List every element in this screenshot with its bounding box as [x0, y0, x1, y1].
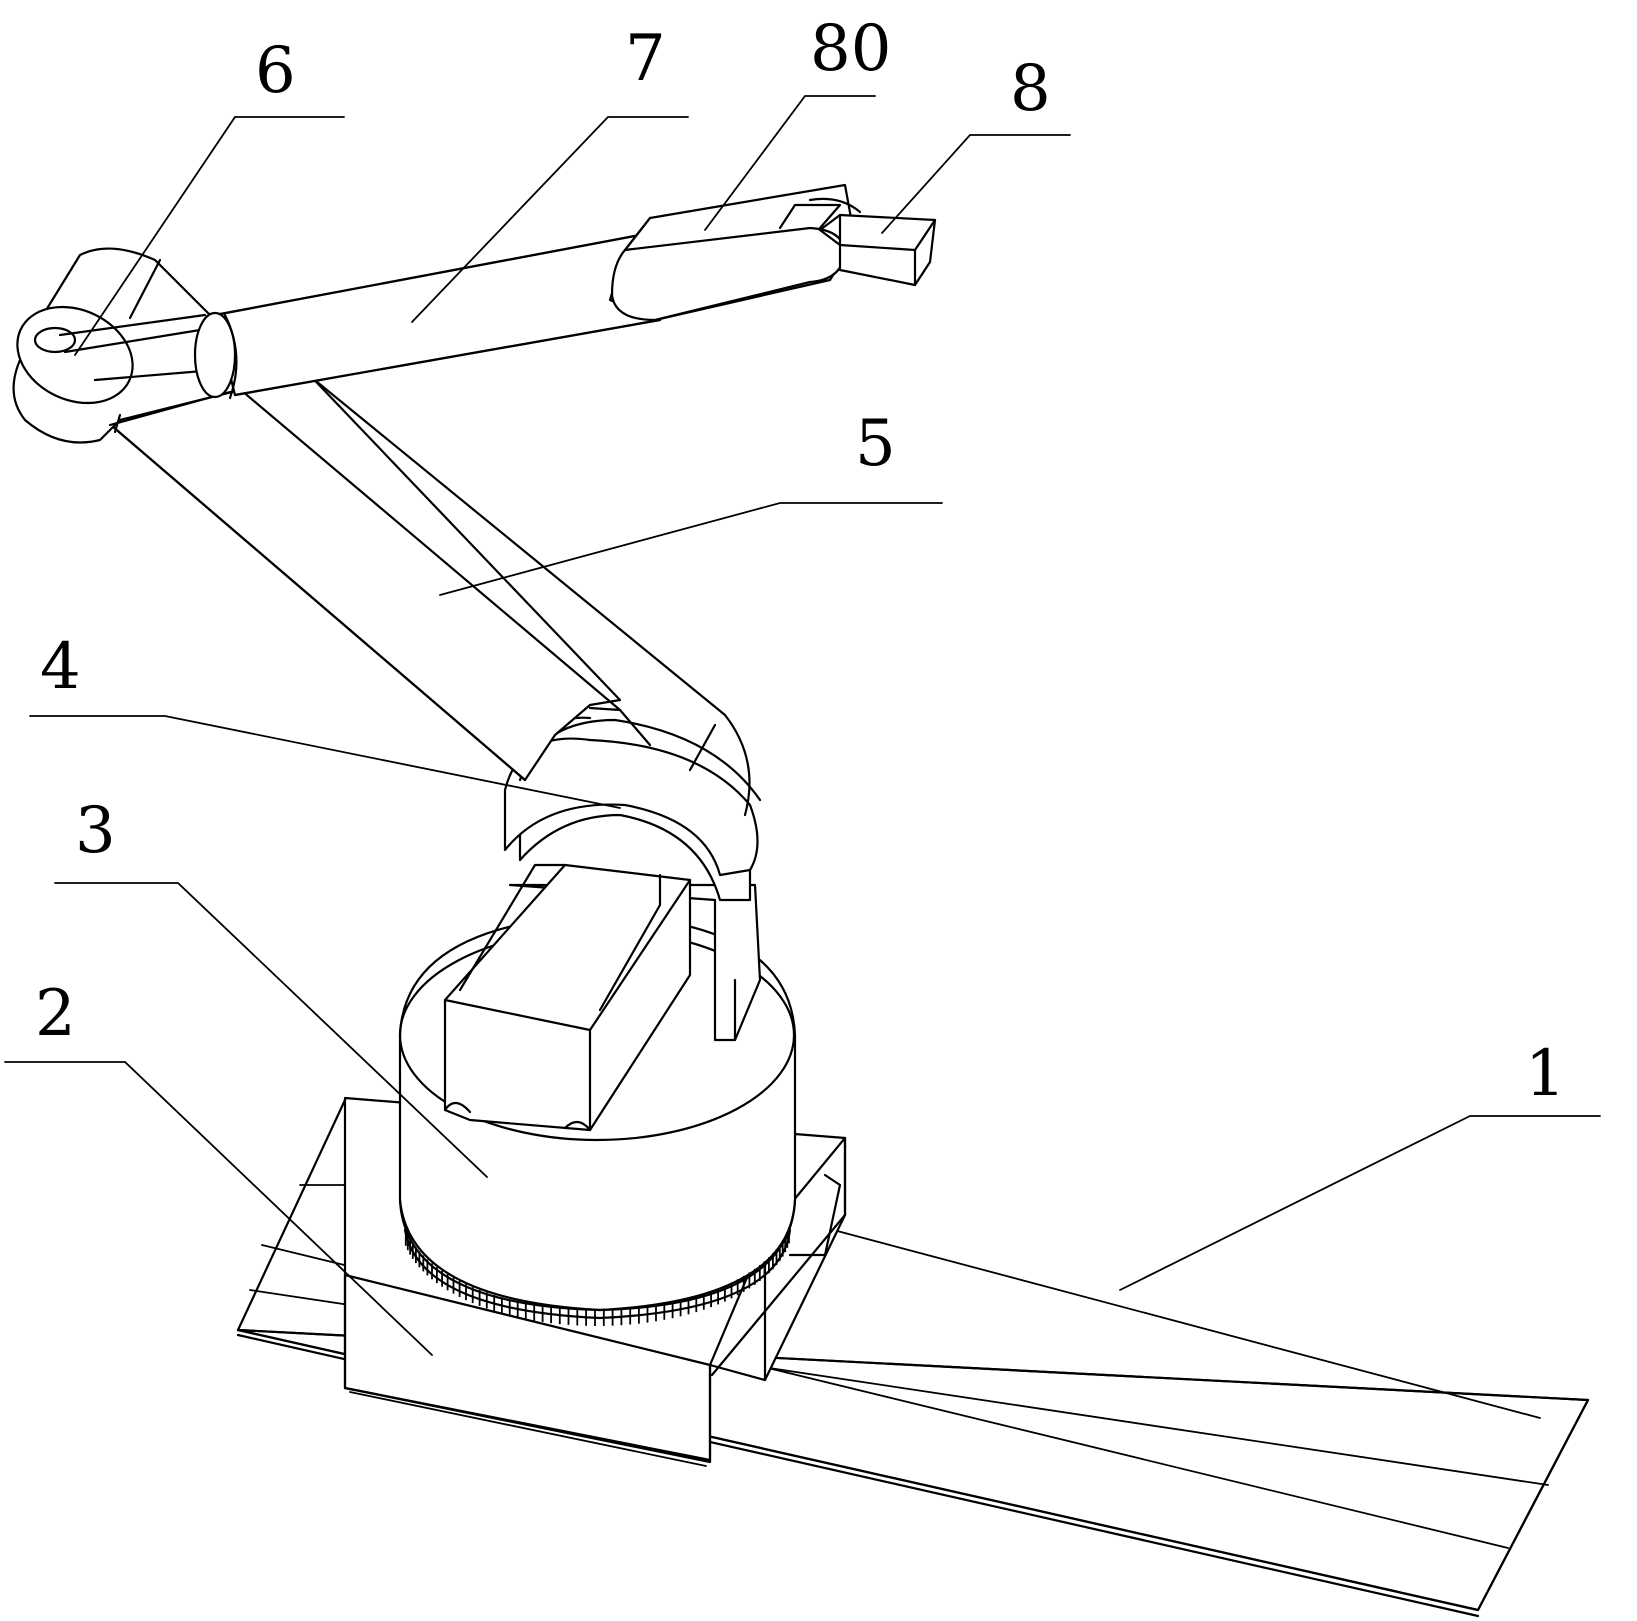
- forearm: [193, 233, 662, 400]
- tool-head: [608, 183, 862, 322]
- label-part-8: 8: [1010, 52, 1051, 126]
- label-part-80: 80: [810, 12, 891, 86]
- part-labels: 6 7 80 8 5 4 3 2 1: [35, 12, 1566, 1111]
- label-part-7: 7: [625, 22, 666, 96]
- label-part-2: 2: [35, 977, 76, 1051]
- label-part-6: 6: [255, 34, 296, 108]
- label-part-5: 5: [855, 407, 896, 481]
- label-part-4: 4: [40, 630, 81, 704]
- label-part-3: 3: [75, 794, 116, 868]
- label-part-1: 1: [1525, 1037, 1566, 1111]
- leader-lines: [4, 95, 1601, 1356]
- gripper: [778, 203, 937, 287]
- gear-teeth: [404, 1227, 790, 1326]
